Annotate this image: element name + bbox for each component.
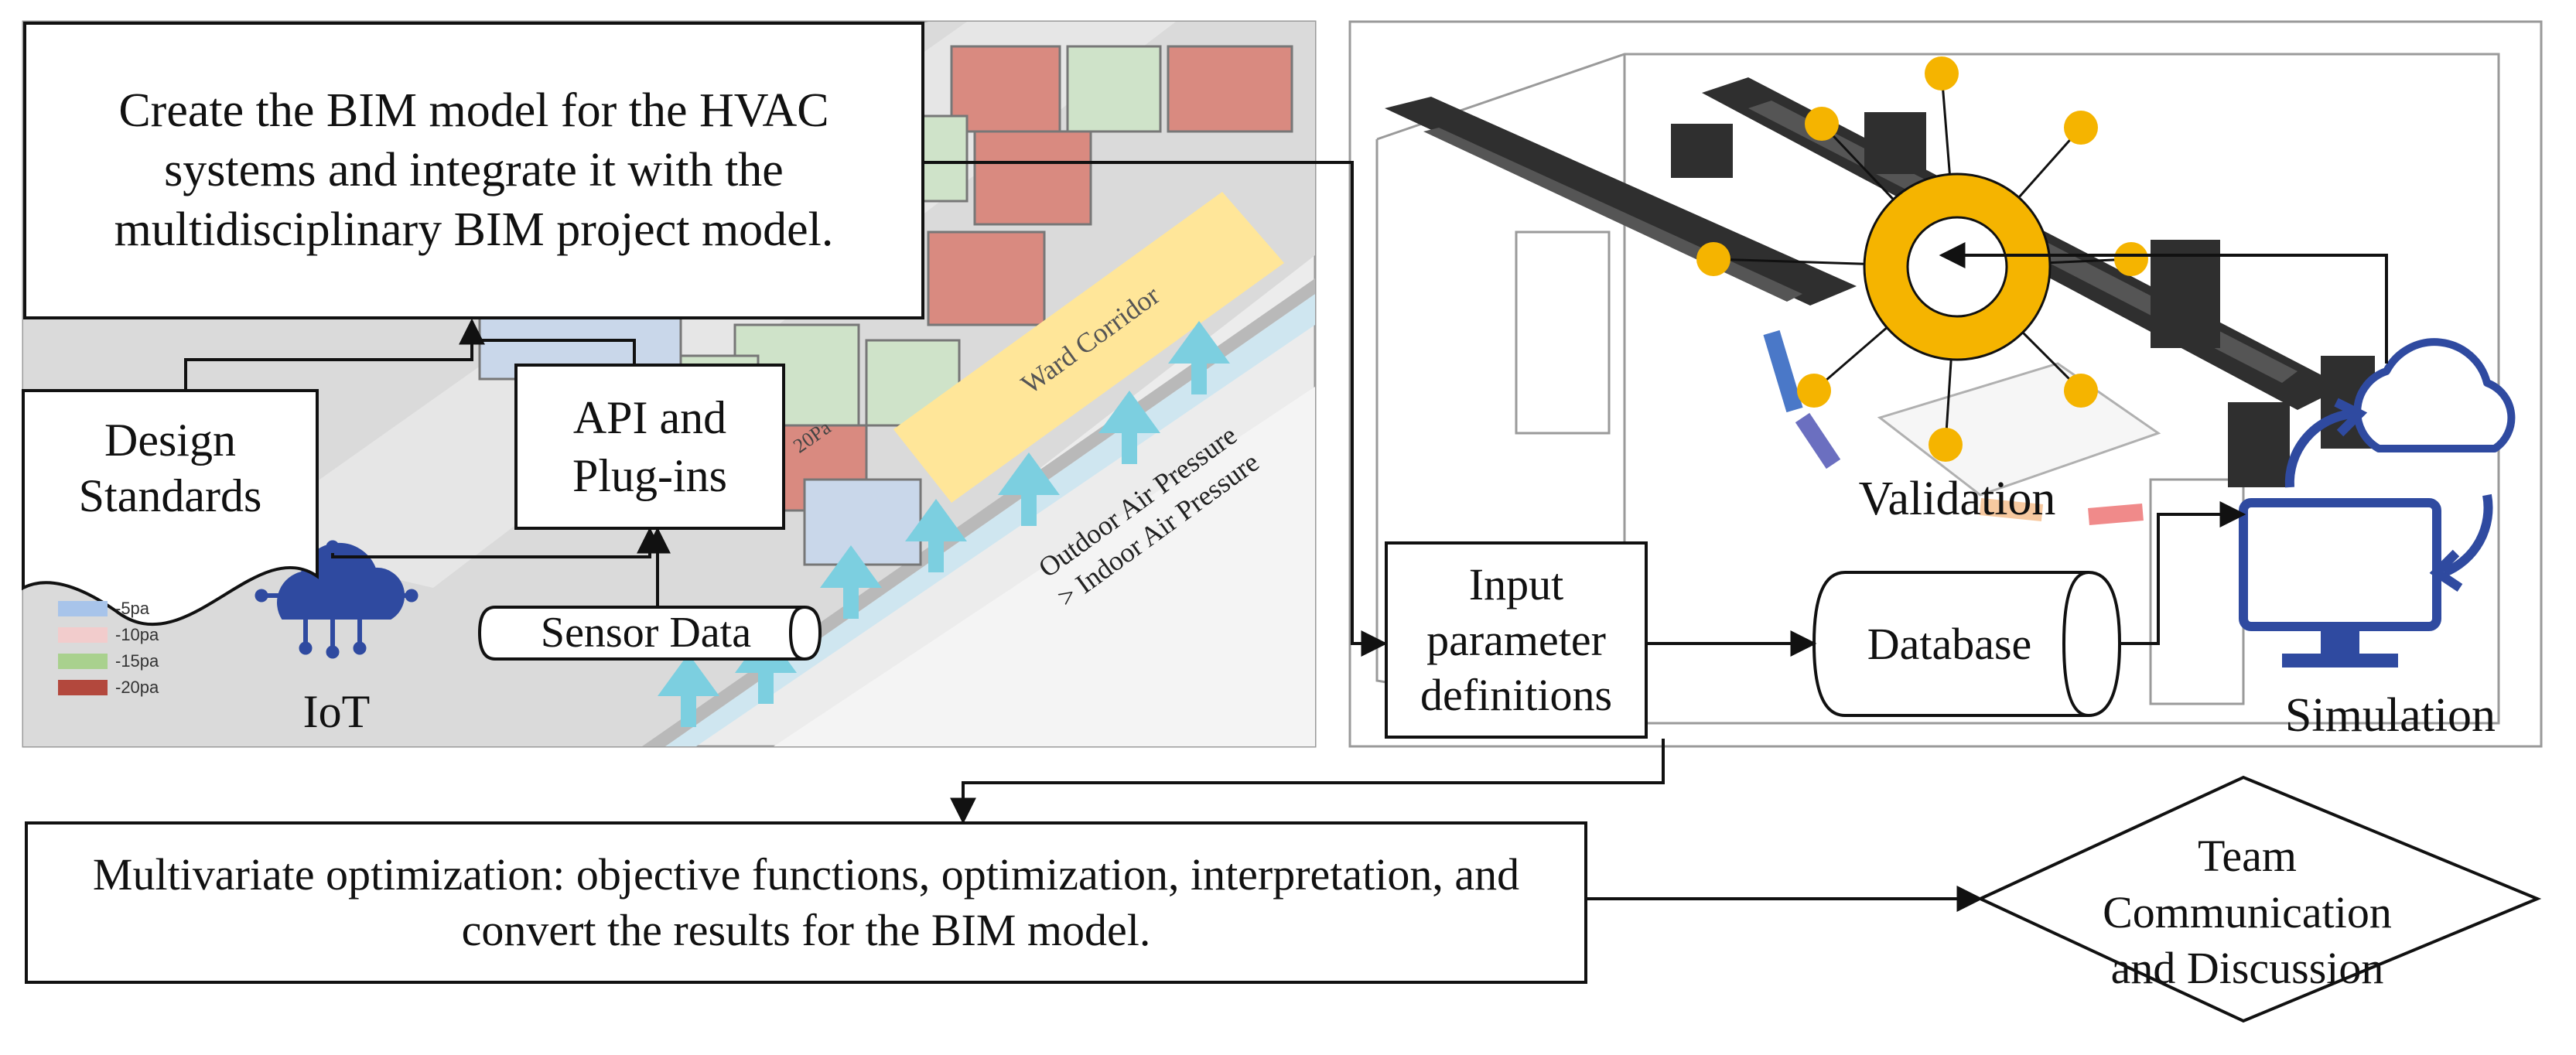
legend-item: -15pa	[58, 648, 205, 674]
input-parameter-text: Input parameter definitions	[1420, 558, 1613, 721]
bim-model-text: Create the BIM model for the HVAC system…	[114, 84, 834, 256]
legend-item: -5pa	[58, 596, 205, 622]
legend-swatch	[58, 627, 108, 643]
team-communication-label: Team Communication and Discussion	[2103, 831, 2392, 994]
design-standards-label: Design Standards	[78, 415, 262, 521]
legend-swatch	[58, 601, 108, 616]
legend-item: -20pa	[58, 674, 205, 701]
pressure-legend: -5pa -10pa -15pa -20pa	[58, 596, 205, 701]
sensor-data-label: Sensor Data	[540, 608, 752, 657]
design-standards-shape	[22, 389, 319, 627]
api-plugins-text: API and Plug-ins	[572, 392, 728, 501]
pressure-arrows	[658, 321, 1230, 727]
input-parameter-box: Input parameter definitions	[1385, 541, 1648, 739]
legend-swatch	[58, 680, 108, 695]
legend-item: -10pa	[58, 622, 205, 648]
database-label: Database	[1867, 618, 2032, 669]
validation-label: Validation	[1858, 472, 2056, 525]
database-shape	[1812, 571, 2122, 717]
simulation-label: Simulation	[2284, 688, 2496, 742]
connectors	[184, 161, 2388, 912]
legend-swatch	[58, 654, 108, 669]
api-plugins-box: API and Plug-ins	[514, 364, 785, 530]
optimization-text: Multivariate optimization: objective fun…	[92, 849, 1520, 955]
iot-label: IoT	[302, 686, 371, 737]
simulation-icon	[2239, 338, 2516, 667]
optimization-box: Multivariate optimization: objective fun…	[25, 821, 1587, 984]
team-decision-shape	[1976, 775, 2542, 1023]
bim-model-box: Create the BIM model for the HVAC system…	[23, 22, 924, 319]
sensor-data-shape	[477, 606, 822, 661]
